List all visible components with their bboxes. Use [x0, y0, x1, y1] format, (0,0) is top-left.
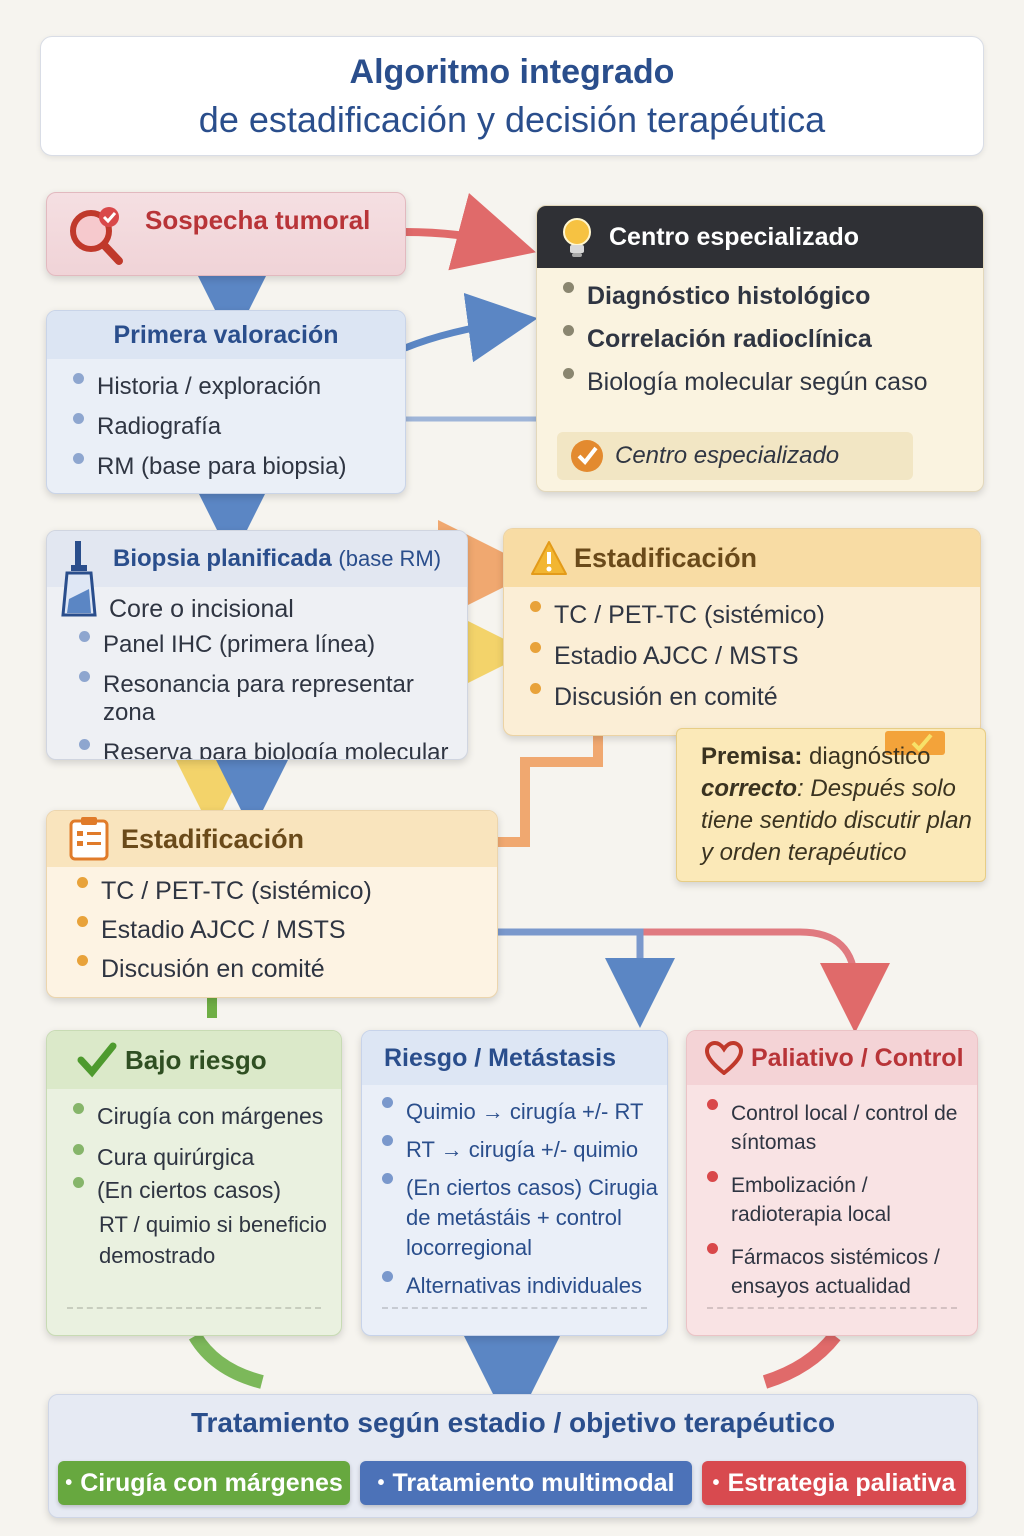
- sticky-tab-icon: [885, 729, 945, 757]
- paliativo-list: Control local / control de síntomas Embo…: [701, 1099, 967, 1301]
- biopsia-first-item: Core o incisional: [109, 595, 294, 623]
- list-item: RT → cirugía +/- quimio: [376, 1135, 660, 1165]
- primera-header: Primera valoración: [47, 311, 405, 359]
- premisa-text: Premisa: diagnóstico correcto: Después s…: [701, 741, 977, 869]
- list-item: Reserva para biología molecular: [73, 739, 467, 759]
- estad-left-box: Estadificación TC / PET-TC (sistémico) E…: [46, 810, 498, 998]
- premisa-label: Premisa:: [701, 743, 803, 770]
- biopsia-list: Panel IHC (primera línea) Resonancia par…: [73, 631, 467, 759]
- list-item: Quimio → cirugía +/- RT: [376, 1097, 660, 1127]
- arrow-primera-centro: [403, 292, 538, 363]
- centro-box: Centro especializado Diagnóstico histoló…: [536, 205, 984, 492]
- list-item: Correlación radioclínica: [557, 325, 927, 354]
- premisa-note: Premisa: diagnóstico correcto: Después s…: [676, 728, 986, 882]
- pill-multimodal: Tratamiento multimodal: [360, 1461, 692, 1505]
- bajo-list: Cirugía con márgenes Cura quirúrgica (En…: [67, 1103, 323, 1204]
- centro-footer: Centro especializado: [557, 432, 913, 480]
- magnifier-check-icon: [65, 205, 125, 265]
- title-line-1: Algoritmo integrado: [349, 53, 675, 91]
- premisa-emphasis: correcto: [701, 775, 798, 802]
- list-item: Discusión en comité: [71, 955, 372, 984]
- estad-left-title: Estadificación: [121, 823, 305, 854]
- list-item: Historia / exploración: [67, 373, 346, 401]
- primera-list: Historia / exploración Radiografía RM (b…: [67, 373, 346, 481]
- centro-list: Diagnóstico histológico Correlación radi…: [557, 282, 927, 397]
- list-item: Panel IHC (primera línea): [73, 631, 467, 659]
- estad-right-list: TC / PET-TC (sistémico) Estadio AJCC / M…: [524, 601, 825, 712]
- list-item: TC / PET-TC (sistémico): [71, 877, 372, 906]
- paliativo-title: Paliativo / Control: [751, 1043, 964, 1072]
- primera-box: Primera valoración Historia / exploració…: [46, 310, 406, 494]
- arrow-sospecha-centro: [404, 192, 536, 271]
- bajo-box: Bajo riesgo Cirugía con márgenes Cura qu…: [46, 1030, 342, 1336]
- estad-left-list: TC / PET-TC (sistémico) Estadio AJCC / M…: [71, 877, 372, 984]
- pill-paliativa: Estrategia paliativa: [702, 1461, 966, 1505]
- list-item: (En ciertos casos) Cirugia de metástáis …: [376, 1173, 660, 1263]
- warning-icon: [530, 540, 568, 576]
- paliativo-header: Paliativo / Control: [687, 1031, 977, 1085]
- list-item: Control local / control de síntomas: [701, 1099, 967, 1157]
- title-line-2: de estadificación y decisión terapéutica: [198, 99, 826, 140]
- list-item: Estadio AJCC / MSTS: [524, 642, 825, 671]
- list-item: RM (base para biopsia): [67, 453, 346, 481]
- pill-cirugia: Cirugía con márgenes: [58, 1461, 350, 1505]
- list-item: Alternativas individuales: [376, 1271, 660, 1301]
- arrow-paliativo-tratamiento: [762, 1331, 841, 1389]
- branch-line: [498, 928, 890, 1033]
- heart-icon: [704, 1040, 744, 1076]
- bajo-title: Bajo riesgo: [125, 1044, 267, 1075]
- connector-estad: [498, 735, 603, 847]
- list-item: Resonancia para representar zona: [73, 671, 467, 727]
- list-item: Discusión en comité: [524, 683, 825, 712]
- paliativo-box: Paliativo / Control Control local / cont…: [686, 1030, 978, 1336]
- primera-title: Primera valoración: [113, 320, 339, 349]
- title-card: Algoritmo integrado de estadificación y …: [40, 36, 984, 156]
- tratamiento-title: Tratamiento según estadio / objetivo ter…: [190, 1407, 836, 1438]
- divider: [67, 1307, 321, 1309]
- bajo-header: Bajo riesgo: [47, 1031, 341, 1089]
- list-item: Cura quirúrgica: [67, 1144, 323, 1171]
- biopsia-header: Biopsia planificada (base RM): [47, 531, 467, 617]
- estad-right-title: Estadificación: [574, 542, 758, 573]
- centro-title: Centro especializado: [609, 222, 860, 251]
- riesgo-header: Riesgo / Metástasis: [362, 1031, 667, 1085]
- premisa-text-2: : Después solo tiene sentido discutir pl…: [701, 775, 972, 866]
- centro-footer-label: Centro especializado: [615, 442, 840, 469]
- biopsia-box: Biopsia planificada (base RM) Core o inc…: [46, 530, 468, 760]
- riesgo-title: Riesgo / Metástasis: [384, 1043, 617, 1072]
- list-item: (En ciertos casos): [67, 1177, 323, 1204]
- check-icon: [77, 1040, 117, 1080]
- premisa-text-1: diagnóstico: [802, 743, 931, 770]
- estad-left-header: Estadificación: [47, 811, 497, 867]
- check-badge-icon: [569, 438, 605, 474]
- list-item: TC / PET-TC (sistémico): [524, 601, 825, 630]
- estad-right-header: Estadificación: [504, 529, 980, 587]
- biopsy-tube-icon: [61, 539, 99, 619]
- biopsia-title: Biopsia planificada (base RM): [113, 545, 441, 573]
- biopsia-title-suffix: (base RM): [338, 546, 442, 571]
- lightbulb-icon: [557, 215, 597, 259]
- riesgo-box: Riesgo / Metástasis Quimio → cirugía +/-…: [361, 1030, 668, 1336]
- centro-header: Centro especializado: [537, 206, 983, 268]
- clipboard-icon: [69, 817, 109, 861]
- list-item: Radiografía: [67, 413, 346, 441]
- divider: [382, 1307, 647, 1309]
- list-item: Fármacos sistémicos / ensayos actualidad: [701, 1243, 967, 1301]
- list-item: Cirugía con márgenes: [67, 1103, 323, 1130]
- branch-line-blue: [498, 928, 675, 1028]
- sospecha-box: Sospecha tumoral: [46, 192, 406, 276]
- list-item: Diagnóstico histológico: [557, 282, 927, 311]
- list-item: Biología molecular según caso: [557, 368, 927, 397]
- divider: [707, 1307, 957, 1309]
- list-item: Estadio AJCC / MSTS: [71, 916, 372, 945]
- list-item: Embolización / radioterapia local: [701, 1171, 967, 1229]
- estad-right-box: Estadificación TC / PET-TC (sistémico) E…: [503, 528, 981, 736]
- arrow-bajo-tratamiento: [188, 1332, 264, 1389]
- riesgo-list: Quimio → cirugía +/- RT RT → cirugía +/-…: [376, 1097, 660, 1301]
- bajo-extra: RT / quimio si beneficio demostrado: [99, 1212, 327, 1268]
- sospecha-title: Sospecha tumoral: [145, 205, 371, 235]
- biopsia-title-main: Biopsia planificada: [113, 545, 332, 572]
